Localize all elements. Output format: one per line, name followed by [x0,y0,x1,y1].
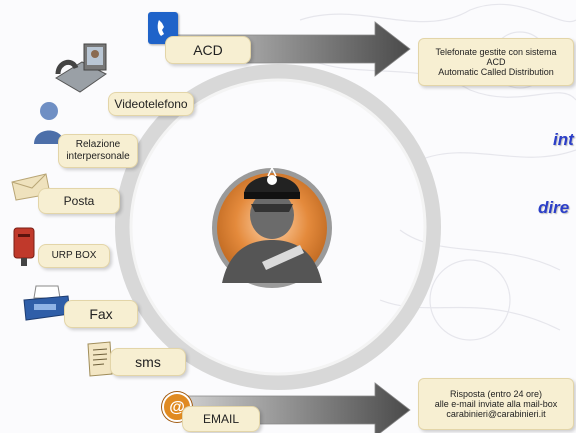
channel-posta-label: Posta [38,188,120,214]
top-output-line2: ACD [486,57,506,67]
svg-text:@: @ [169,399,185,416]
channel-urp-box-label: URP BOX [38,244,110,268]
bottom-output-note: Risposta (entro 24 ore) alle e-mail invi… [418,378,574,430]
channel-relazione-label: Relazione interpersonale [58,134,138,168]
channel-acd-label: ACD [165,36,251,64]
carabiniere-icon [222,166,322,283]
top-output-line3: Automatic Called Distribution [438,67,554,77]
side-text-1: int [553,130,574,149]
channel-videotelefono-label: Videotelefono [108,92,194,116]
mailbox-icon [10,222,38,266]
person-icon [32,100,66,146]
ring-highlight [129,78,427,376]
relazione-line1: Relazione [75,139,121,150]
phone-icon [148,12,178,44]
top-output-note: Telefonate gestite con sistema ACD Autom… [418,38,574,86]
bottom-output-line2: alle e-mail inviate alla mail-box [434,399,558,409]
top-output-line1: Telefonate gestite con sistema [435,47,557,57]
outer-ring [115,64,441,390]
videophone-icon [52,40,110,96]
side-text-2: dire [538,198,570,217]
channel-fax-label: Fax [64,300,138,328]
bottom-output-line3: carabinieri@carabinieri.it [446,409,546,419]
sms-note-icon [82,340,116,378]
channel-email-label: EMAIL [182,406,260,432]
channel-sms-label: sms [110,348,186,376]
relazione-line2: interpersonale [66,151,130,162]
fax-machine-icon [22,282,72,324]
bottom-output-line1: Risposta (entro 24 ore) [449,389,543,399]
